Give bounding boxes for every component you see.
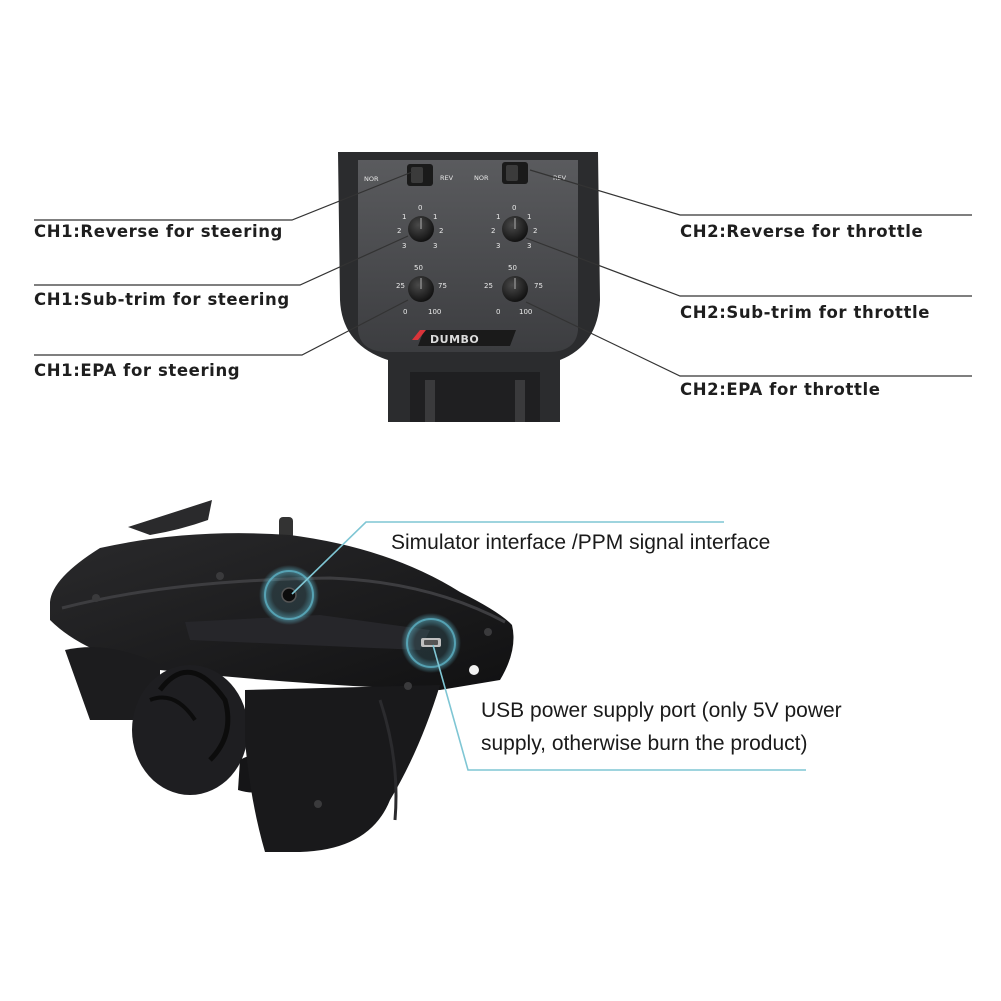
rotary-dial-icon <box>408 276 434 302</box>
transmitter-handle <box>245 685 440 852</box>
svg-text:2: 2 <box>397 227 401 235</box>
svg-text:1: 1 <box>433 213 437 221</box>
audio-jack-icon <box>279 517 293 539</box>
switch-right-rev: REV <box>553 174 567 182</box>
switch-left-rev: REV <box>440 174 454 182</box>
panel-face <box>358 160 578 352</box>
rotary-dial-icon <box>502 216 528 242</box>
svg-text:3: 3 <box>402 242 406 250</box>
svg-text:75: 75 <box>438 282 447 290</box>
svg-text:1: 1 <box>496 213 500 221</box>
audio-jack-icon <box>281 587 297 603</box>
svg-text:100: 100 <box>428 308 441 316</box>
svg-text:DUMBO: DUMBO <box>430 333 479 346</box>
simulator-port-highlight <box>259 565 319 625</box>
switch-left-nor: NOR <box>364 175 379 183</box>
label-ch2-subtrim: CH2:Sub-trim for throttle <box>680 303 931 322</box>
label-usb-port-line1: USB power supply port (only 5V power <box>481 699 842 722</box>
svg-text:1: 1 <box>402 213 406 221</box>
label-ch2-epa: CH2:EPA for throttle <box>680 380 881 399</box>
callout-lines-top <box>34 169 972 377</box>
label-simulator-interface: Simulator interface /PPM signal interfac… <box>391 531 771 554</box>
svg-text:100: 100 <box>519 308 532 316</box>
svg-text:0: 0 <box>403 308 407 316</box>
svg-text:0: 0 <box>418 204 422 212</box>
dial-top-ticks-right: 0 1 1 2 2 3 3 <box>491 204 537 250</box>
svg-text:3: 3 <box>496 242 500 250</box>
transmitter-side-view <box>50 500 514 852</box>
svg-text:2: 2 <box>533 227 537 235</box>
rotary-dial-icon <box>502 276 528 302</box>
svg-text:75: 75 <box>534 282 543 290</box>
brand-logo: DUMBO <box>412 330 516 346</box>
control-panel: NOR REV NOR REV 0 1 1 2 2 3 3 0 1 1 2 <box>338 152 600 422</box>
svg-text:2: 2 <box>491 227 495 235</box>
svg-text:3: 3 <box>433 242 437 250</box>
svg-text:50: 50 <box>414 264 423 272</box>
svg-text:0: 0 <box>496 308 500 316</box>
rotary-dial-icon <box>408 216 434 242</box>
label-ch1-subtrim: CH1:Sub-trim for steering <box>34 290 290 309</box>
svg-text:25: 25 <box>396 282 405 290</box>
label-ch2-reverse: CH2:Reverse for throttle <box>680 222 924 241</box>
dial-bottom-ticks-left: 50 25 75 0 100 <box>396 264 447 316</box>
label-ch1-reverse: CH1:Reverse for steering <box>34 222 283 241</box>
svg-text:2: 2 <box>439 227 443 235</box>
label-usb-port-line2: supply, otherwise burn the product) <box>481 732 808 755</box>
svg-text:50: 50 <box>508 264 517 272</box>
toggle-switch-icon <box>407 164 433 186</box>
toggle-switch-icon <box>502 162 528 184</box>
callout-lines-bottom <box>291 521 806 771</box>
svg-text:3: 3 <box>527 242 531 250</box>
switch-right-nor: NOR <box>474 174 489 182</box>
dial-bottom-ticks-right: 50 25 75 0 100 <box>484 264 543 316</box>
svg-text:1: 1 <box>527 213 531 221</box>
label-ch1-epa: CH1:EPA for steering <box>34 361 241 380</box>
usb-port-highlight <box>401 613 461 673</box>
svg-text:0: 0 <box>512 204 516 212</box>
dial-top-ticks-left: 0 1 1 2 2 3 3 <box>397 204 443 250</box>
svg-text:25: 25 <box>484 282 493 290</box>
